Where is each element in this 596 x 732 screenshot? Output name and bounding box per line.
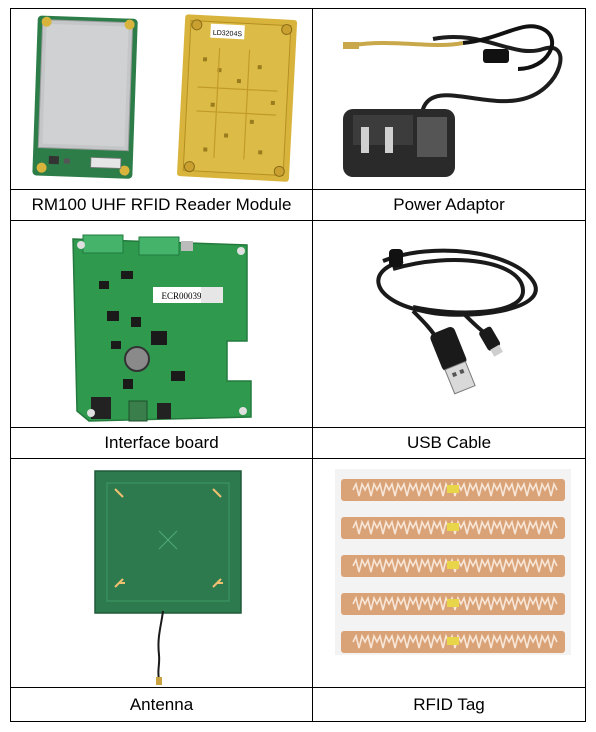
rfid-tag-strip	[341, 517, 565, 539]
table-divider	[10, 220, 586, 221]
caption-interface-board: Interface board	[104, 433, 219, 452]
table-border-bottom	[10, 721, 586, 722]
caption-power-adaptor: Power Adaptor	[393, 195, 505, 214]
antenna-image	[11, 459, 312, 687]
rfid-tag-strip	[341, 593, 565, 615]
rfid-tag-strip	[341, 479, 565, 501]
caption-usb-cable: USB Cable	[406, 433, 492, 452]
caption-antenna: Antenna	[129, 694, 194, 714]
module-code-label: LD3204S	[213, 30, 243, 39]
table-border-middle	[312, 8, 313, 722]
table-divider	[10, 189, 586, 190]
product-contents-table: LD3204S	[10, 8, 586, 722]
table-border-left	[10, 8, 11, 722]
interface-serial-label: ECR0003986	[161, 291, 211, 301]
table-divider	[10, 458, 586, 459]
rfid-tag-strip	[341, 631, 565, 653]
caption-rfid-tag: RFID Tag	[413, 694, 485, 714]
rfid-reader-module-image: LD3204S	[11, 9, 312, 189]
rfid-tag-strip	[341, 555, 565, 577]
table-border-right	[585, 8, 586, 722]
table-divider	[10, 687, 586, 688]
table-divider	[10, 427, 586, 428]
rfid-tag-image	[313, 459, 585, 687]
interface-board-image: ECR0003986	[11, 221, 312, 427]
usb-cable-image	[313, 221, 585, 427]
table-border-top	[10, 8, 586, 9]
power-adaptor-image	[313, 9, 585, 189]
caption-rfid-reader-module: RM100 UHF RFID Reader Module	[31, 195, 292, 214]
